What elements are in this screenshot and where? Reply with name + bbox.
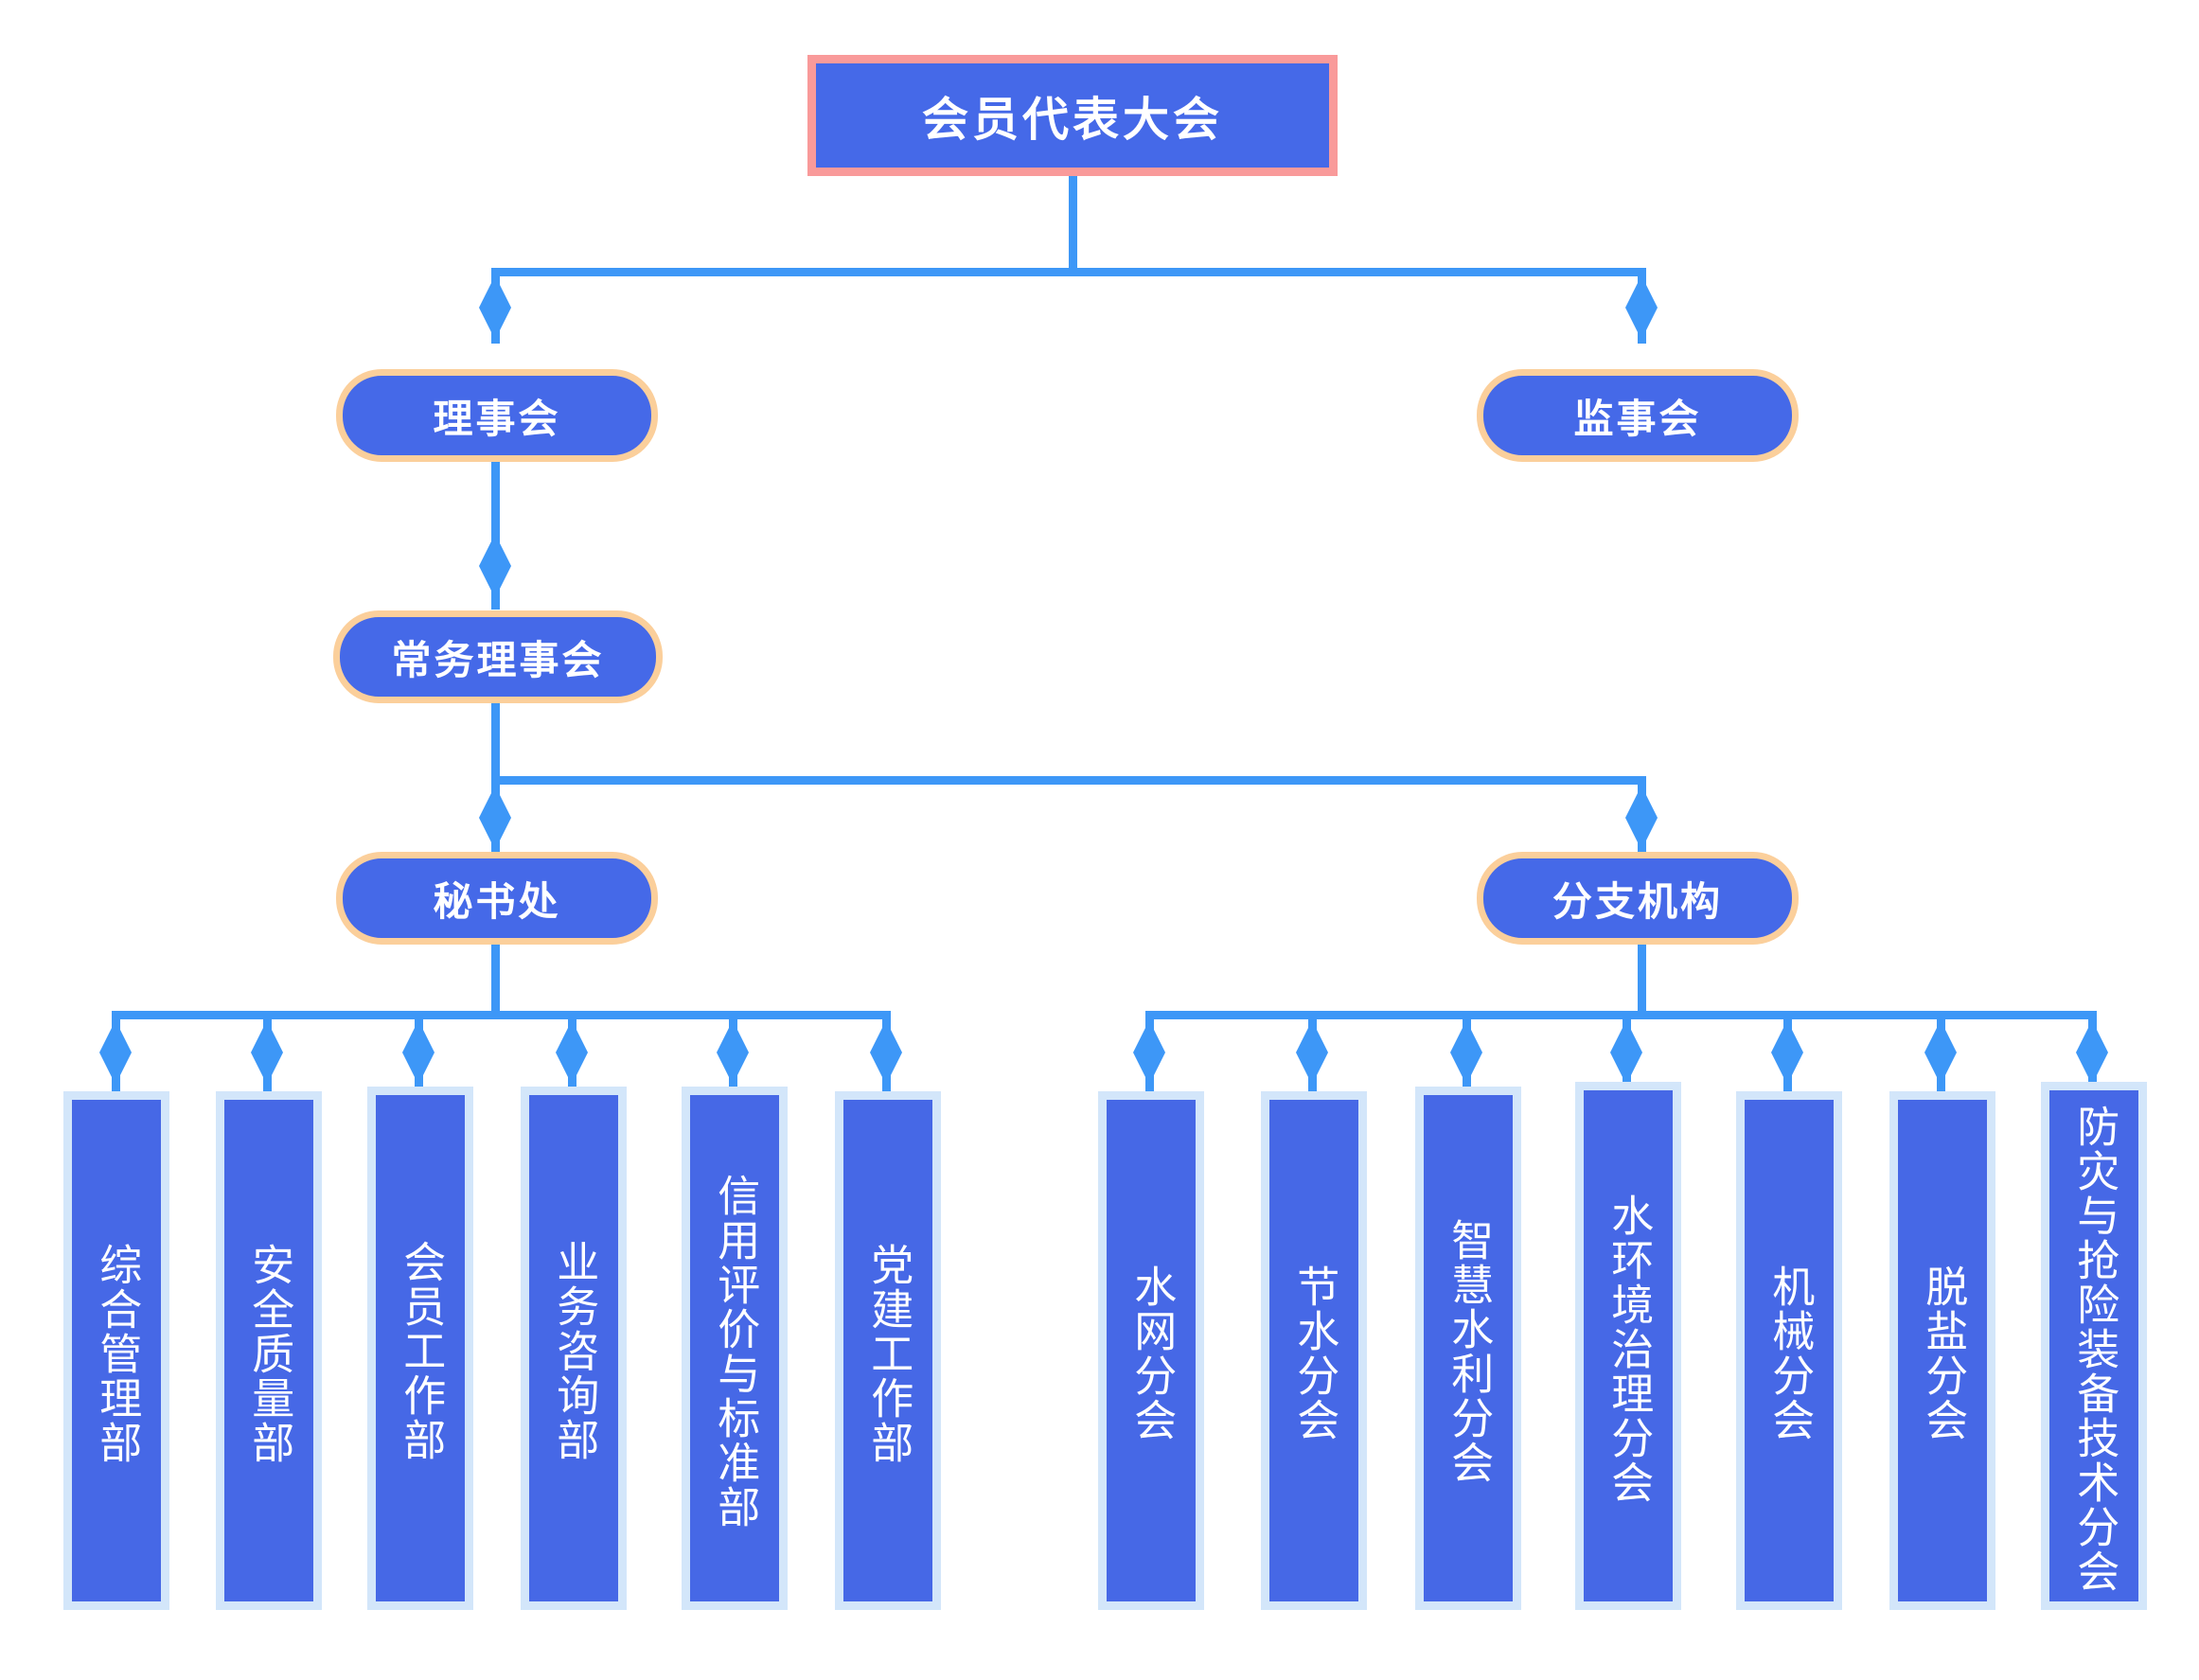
node-department-label: 党建工作部 bbox=[864, 1242, 913, 1465]
node-department-safety-quality[interactable]: 安全质量部 bbox=[216, 1091, 322, 1610]
node-branch-label: 节水分会 bbox=[1290, 1264, 1339, 1442]
node-branch-label: 防灾与抢险装备技术分会 bbox=[2070, 1104, 2119, 1594]
connector-standing-bus bbox=[491, 776, 1646, 785]
node-branch-disaster-prevention-rescue-equipment[interactable]: 防灾与抢险装备技术分会 bbox=[2041, 1082, 2147, 1610]
node-department-member-work[interactable]: 会员工作部 bbox=[367, 1087, 473, 1610]
node-department-business-consulting[interactable]: 业务咨询部 bbox=[521, 1087, 627, 1610]
node-branch-water-saving[interactable]: 节水分会 bbox=[1261, 1091, 1367, 1610]
node-supervisory-board[interactable]: 监事会 bbox=[1477, 369, 1799, 462]
node-department-credit-evaluation-standards[interactable]: 信用评价与标准部 bbox=[682, 1087, 788, 1610]
connector-root-stem bbox=[1069, 176, 1077, 268]
node-standing-council-label: 常务理事会 bbox=[391, 639, 605, 683]
connector-secretariat-stem bbox=[491, 945, 500, 1016]
node-member-congress-label: 会员代表大会 bbox=[921, 93, 1223, 146]
node-branch-desalination[interactable]: 脱盐分会 bbox=[1889, 1091, 1995, 1610]
connector-standing-stem bbox=[491, 703, 500, 776]
node-council-label: 理事会 bbox=[433, 398, 561, 442]
node-branch-water-environment-treatment[interactable]: 水环境治理分会 bbox=[1575, 1082, 1681, 1610]
node-branch-machinery[interactable]: 机械分会 bbox=[1736, 1091, 1842, 1610]
node-department-label: 业务咨询部 bbox=[550, 1240, 599, 1462]
connector-secretariat-bus bbox=[112, 1011, 891, 1019]
node-department-label: 综合管理部 bbox=[93, 1242, 142, 1465]
node-branch-smart-water-conservancy[interactable]: 智慧水利分会 bbox=[1415, 1087, 1521, 1610]
node-branch-label: 水网分会 bbox=[1127, 1264, 1177, 1442]
node-branch-label: 水环境治理分会 bbox=[1605, 1193, 1654, 1505]
connector-root-bus bbox=[491, 268, 1646, 276]
node-department-comprehensive-management[interactable]: 综合管理部 bbox=[63, 1091, 169, 1610]
node-branch-organizations[interactable]: 分支机构 bbox=[1477, 852, 1799, 945]
node-standing-council[interactable]: 常务理事会 bbox=[333, 610, 663, 703]
connector-branches-bus bbox=[1145, 1011, 2097, 1019]
node-secretariat-label: 秘书处 bbox=[433, 880, 561, 925]
node-branch-water-network[interactable]: 水网分会 bbox=[1098, 1091, 1204, 1610]
node-department-label: 安全质量部 bbox=[245, 1242, 294, 1465]
connector-branches-stem bbox=[1638, 945, 1646, 1016]
node-department-label: 会员工作部 bbox=[397, 1240, 446, 1462]
node-department-party-building[interactable]: 党建工作部 bbox=[835, 1091, 941, 1610]
node-department-label: 信用评价与标准部 bbox=[711, 1173, 760, 1530]
node-branch-label: 智慧水利分会 bbox=[1445, 1217, 1494, 1485]
node-branch-label: 脱盐分会 bbox=[1919, 1264, 1968, 1442]
node-supervisory-board-label: 监事会 bbox=[1573, 398, 1702, 442]
node-branch-label: 机械分会 bbox=[1765, 1264, 1815, 1442]
node-branch-organizations-label: 分支机构 bbox=[1552, 880, 1723, 925]
node-secretariat[interactable]: 秘书处 bbox=[336, 852, 658, 945]
node-member-congress[interactable]: 会员代表大会 bbox=[807, 55, 1338, 176]
node-council[interactable]: 理事会 bbox=[336, 369, 658, 462]
